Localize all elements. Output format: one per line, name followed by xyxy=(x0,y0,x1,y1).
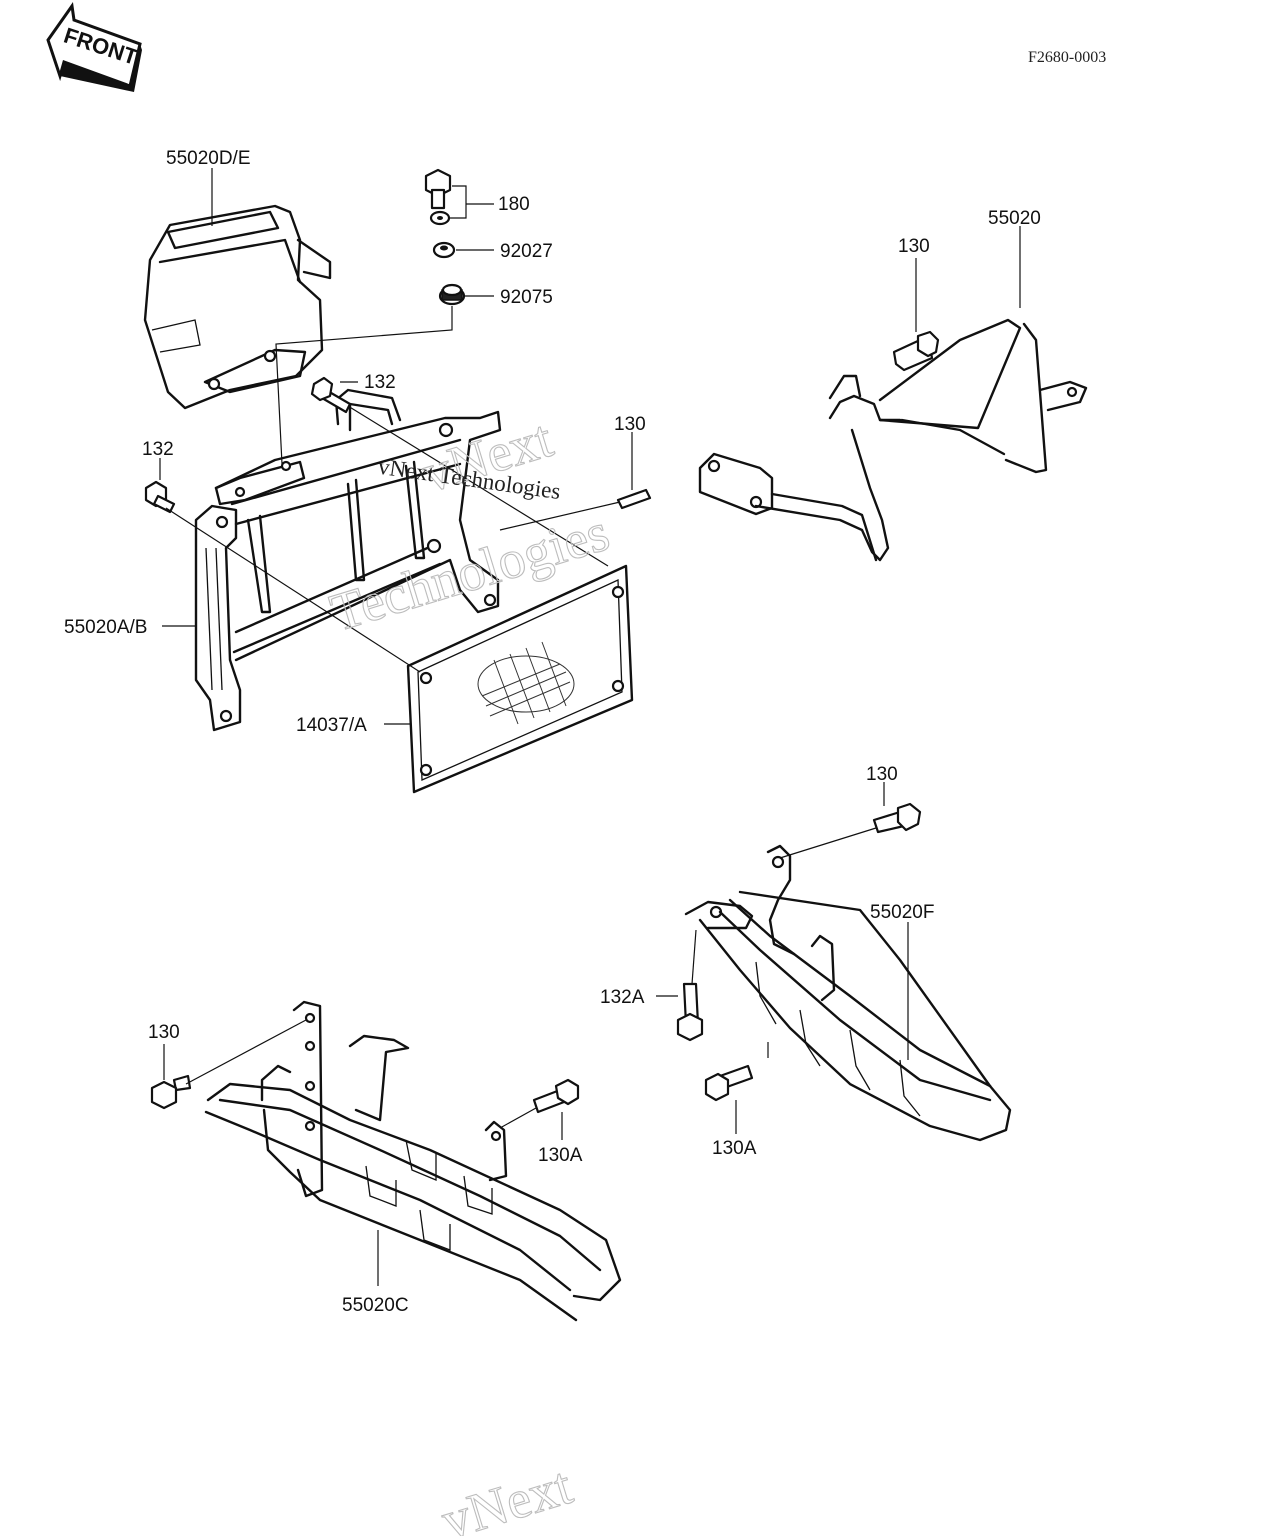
callout-132A: 132A xyxy=(600,987,645,1008)
callout-132-mid: 132 xyxy=(364,372,396,393)
front-arrow-icon: FRONT xyxy=(46,2,142,92)
bolt-130-mid-icon xyxy=(616,488,652,510)
washer-92027-icon xyxy=(432,241,456,259)
callout-130A-left: 130A xyxy=(538,1145,583,1166)
callout-130-left: 130 xyxy=(148,1022,180,1043)
guard-55020 xyxy=(698,318,1088,562)
bolt-130-top-icon xyxy=(892,330,940,372)
callout-labels: 55020D/E 180 92027 92075 55020 130 132 1… xyxy=(64,148,1041,1316)
mesh-pattern xyxy=(477,641,575,725)
bolt-180-icon xyxy=(424,168,452,226)
callout-130-right: 130 xyxy=(866,764,898,785)
callout-180: 180 xyxy=(498,194,530,215)
bolt-130-left-icon xyxy=(150,1074,192,1110)
callout-130-top: 130 xyxy=(898,236,930,257)
bolt-132-mid-icon xyxy=(310,376,352,414)
bolt-130A-right-icon xyxy=(704,1064,754,1102)
callout-14037A: 14037/A xyxy=(296,715,367,736)
bolt-132-left-icon xyxy=(144,480,176,514)
watermark-line2: Technologies xyxy=(324,502,616,643)
rack-frame-55020AB xyxy=(194,388,502,732)
watermark: vNext Technologies vNext Technologies vN… xyxy=(323,407,616,1536)
diagram-code: F2680-0003 xyxy=(1028,49,1106,66)
bolt-130-right-icon xyxy=(872,802,922,834)
callout-130A-right: 130A xyxy=(712,1138,757,1159)
callout-92027: 92027 xyxy=(500,241,553,262)
bolt-132A-icon xyxy=(676,982,704,1042)
callout-55020AB: 55020A/B xyxy=(64,617,147,638)
guard-55020C xyxy=(204,1000,622,1322)
callout-92075: 92075 xyxy=(500,287,553,308)
callout-55020: 55020 xyxy=(988,208,1041,229)
callout-132-left: 132 xyxy=(142,439,174,460)
leader-lines xyxy=(159,168,1021,1286)
plate-14037A xyxy=(406,564,634,794)
callout-55020F: 55020F xyxy=(870,902,934,923)
grommet-92075-icon xyxy=(438,283,466,306)
callout-130-mid: 130 xyxy=(614,414,646,435)
callout-55020C: 55020C xyxy=(342,1295,409,1316)
bolt-130A-left-icon xyxy=(532,1078,580,1114)
guard-55020F xyxy=(684,844,1012,1142)
cover-55020DE xyxy=(143,204,332,410)
watermark-bottom: vNext xyxy=(435,1455,579,1536)
callout-55020DE: 55020D/E xyxy=(166,148,251,169)
